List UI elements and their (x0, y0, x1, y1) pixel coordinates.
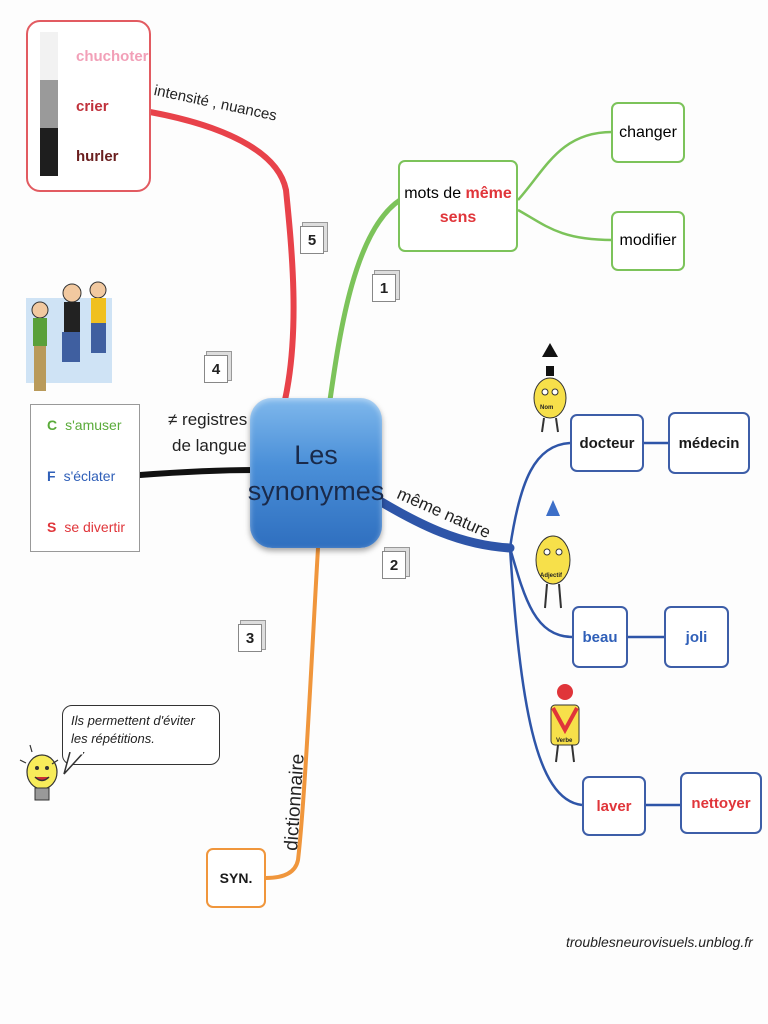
speech-bubble: Ils permettent d'éviter les répétitions. (62, 705, 220, 765)
branch-4-line (137, 467, 258, 478)
branch-5-line (147, 109, 297, 403)
branch-number-4: 4 (204, 355, 228, 383)
lightbulb-icon (19, 744, 59, 801)
intensity-word-hurler: hurler (76, 148, 119, 165)
register-letter: S (47, 519, 57, 535)
verb-mascot-caption: Verbe (556, 738, 573, 744)
noun-mascot-icon (533, 343, 567, 433)
register-word: s'éclater (63, 468, 116, 484)
branch-2-fork-laver (508, 547, 583, 807)
branch-number-1: 1 (372, 274, 396, 302)
adjective-mascot-icon (535, 500, 571, 609)
branch-4-label-line1: ≠ registres (168, 410, 248, 429)
node-meme-sens: mots de même sens (398, 160, 518, 252)
branch-number-5: 5 (300, 226, 324, 254)
credit-url: troublesneurovisuels.unblog.fr (566, 934, 753, 950)
adjective-mascot-caption: Adjectif (540, 573, 563, 579)
noun-mascot-caption: Nom (540, 405, 554, 411)
node-joli: joli (664, 606, 729, 668)
register-word: se divertir (64, 519, 126, 535)
branch-1-child-line-a (517, 130, 613, 201)
center-node: Les synonymes (247, 398, 385, 548)
node-syn: SYN. (206, 848, 266, 908)
speech-bubble-line2: les répétitions. (71, 731, 155, 747)
node-nettoyer: nettoyer (680, 772, 762, 834)
branch-3-line (264, 546, 320, 880)
branch-2-fork-docteur (508, 441, 571, 549)
branch-2-line (373, 495, 515, 553)
node-docteur: docteur (570, 414, 644, 472)
node-laver: laver (582, 776, 646, 836)
node-changer: changer (611, 102, 685, 163)
intensity-bar-dark (40, 128, 58, 176)
node-meme-sens-highlight: même (465, 185, 512, 202)
register-letter: C (47, 417, 58, 433)
speech-bubble-tail (63, 752, 85, 775)
children-illustration (26, 281, 112, 391)
node-meme-sens-text: mots de (404, 185, 466, 202)
intensity-bar-medium (40, 80, 58, 128)
node-beau: beau (572, 606, 628, 668)
center-title-line2: synonymes (247, 476, 385, 506)
verb-mascot-icon (550, 684, 580, 763)
speech-bubble-line1: Ils permettent d'éviter (71, 713, 195, 728)
center-title-line1: Les (294, 439, 338, 470)
branch-4-label-line2: de langue (172, 436, 247, 455)
node-modifier: modifier (611, 211, 685, 271)
node-medecin: médecin (668, 412, 750, 474)
register-letter: F (47, 468, 56, 484)
branch-1-line (327, 197, 403, 403)
intensity-bar-light (40, 32, 58, 80)
register-word: s'amuser (65, 417, 122, 433)
node-meme-sens-highlight-2: sens (439, 209, 477, 226)
branch-number-2: 2 (382, 551, 406, 579)
intensity-word-crier: crier (76, 98, 109, 115)
intensity-box: chuchoter crier hurler (26, 20, 151, 192)
intensity-word-chuchoter: chuchoter (76, 48, 149, 65)
branch-2-fork-beau (508, 547, 573, 639)
branch-number-3: 3 (238, 624, 262, 652)
branch-1-child-line-b (517, 208, 613, 242)
